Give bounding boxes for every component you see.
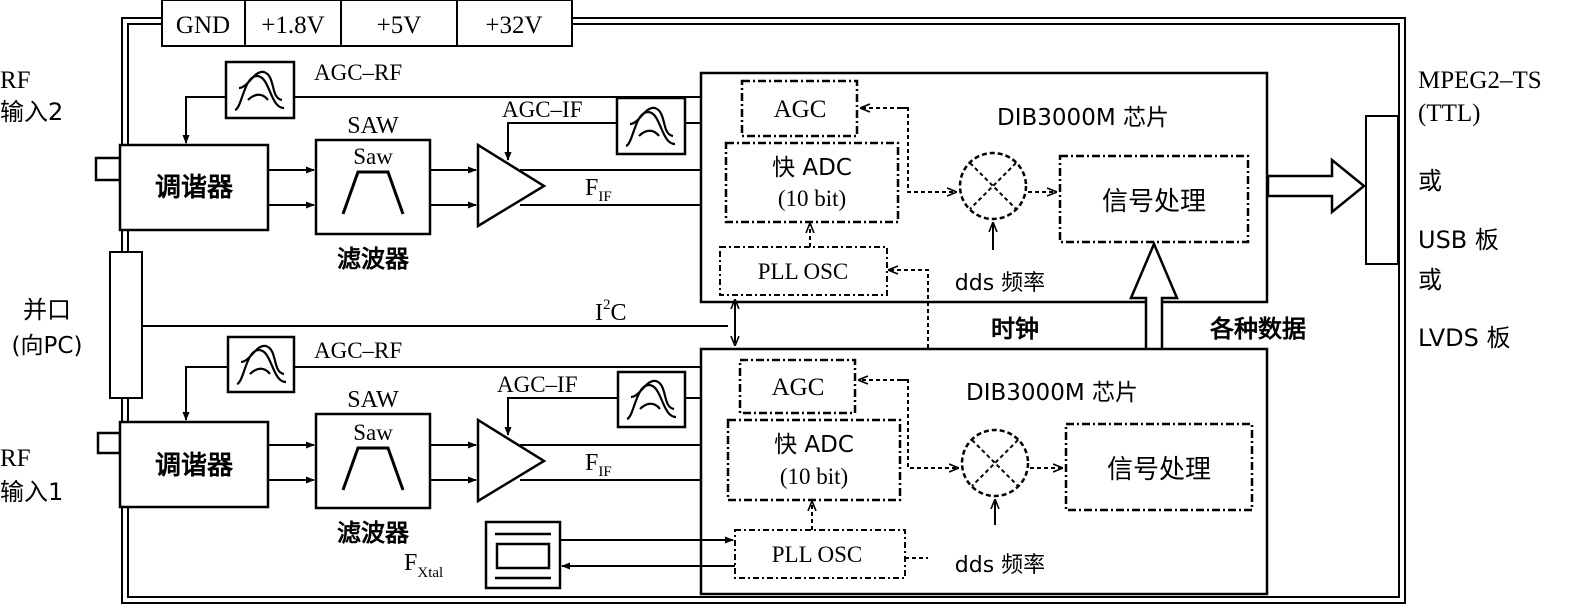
rf2-sublabel: 输入2	[0, 98, 63, 126]
fif-label-1: FIF	[585, 450, 612, 480]
tuner-label-2: 调谐器	[155, 173, 234, 203]
tuner-label-1: 调谐器	[155, 451, 234, 481]
output-usb: USB 板	[1418, 226, 1499, 254]
pll-block-2	[719, 246, 888, 296]
data-label: 各种数据	[1209, 315, 1306, 343]
dds-label-1: dds 频率	[955, 553, 1045, 578]
adc-label-2: 快 ADC	[772, 155, 852, 181]
tuner-box-1	[118, 420, 270, 509]
adc-bits-2: (10 bit)	[778, 186, 846, 211]
agc-rf-label-1: AGC–RF	[314, 338, 402, 363]
adc-block-1	[726, 418, 902, 502]
saw-filter-2	[314, 138, 432, 236]
output-arrow	[1266, 157, 1366, 215]
saw-caption-1: 滤波器	[337, 519, 410, 547]
xtal-label: FXtal	[404, 550, 443, 581]
lowpass-icon	[626, 379, 677, 421]
chip-name-1: DIB3000M 芯片	[966, 380, 1138, 406]
output-or-1: 或	[1418, 167, 1442, 195]
adc-block-2	[724, 141, 900, 224]
lowpass-icon	[236, 344, 287, 386]
pll-block-1	[734, 529, 906, 579]
pin-gnd: GND	[176, 12, 230, 39]
saw-passband-2	[341, 170, 405, 215]
channel-2: 调谐器 SAW Saw 滤波器 FIF AGC–RF AGC–IF	[94, 60, 1366, 304]
saw-filter-1	[314, 412, 432, 510]
dsp-block-2	[1058, 154, 1250, 244]
output-ttl: (TTL)	[1418, 100, 1480, 127]
adc-label-1: 快 ADC	[774, 432, 854, 458]
rf2-label: RF	[0, 67, 31, 94]
agc-block-1	[738, 358, 857, 415]
amplifier-2	[476, 142, 547, 229]
chip-name-2: DIB3000M 芯片	[997, 105, 1169, 131]
pll-label-1: PLL OSC	[772, 542, 863, 567]
agc-block-label-1: AGC	[772, 374, 825, 401]
pin-32v: +32V	[485, 12, 542, 39]
saw-passband-1	[341, 446, 405, 491]
pll-label-2: PLL OSC	[758, 259, 849, 284]
output-or-2: 或	[1418, 266, 1442, 294]
tuner-box-2	[118, 143, 270, 232]
agc-rf-label-2: AGC–RF	[314, 60, 402, 85]
dsp-label-1: 信号处理	[1107, 455, 1211, 485]
output-mpeg: MPEG2–TS	[1418, 67, 1542, 94]
amplifier-1	[476, 417, 547, 504]
agc-block-2	[740, 79, 859, 138]
rf1-sublabel: 输入1	[0, 478, 63, 506]
saw-inner-2: Saw	[353, 144, 393, 169]
dsp-label-2: 信号处理	[1102, 187, 1206, 217]
rf1-label: RF	[0, 445, 31, 472]
dds-label-2: dds 频率	[955, 271, 1045, 296]
lowpass-icon	[625, 106, 676, 148]
saw-caption-2: 滤波器	[337, 245, 410, 273]
parallel-port-label: 并口	[23, 296, 71, 324]
adc-bits-1: (10 bit)	[780, 464, 848, 489]
parallel-port-connector	[109, 251, 143, 399]
agc-if-label-2: AGC–IF	[502, 97, 583, 122]
channel-1: 调谐器 SAW Saw 滤波器 FIF AGC–RF AGC–IF DIB300…	[96, 335, 1269, 596]
mixer-2	[958, 151, 1028, 221]
mixer-1	[960, 428, 1030, 498]
output-lvds: LVDS 板	[1418, 324, 1511, 352]
clock-label: 时钟	[991, 315, 1039, 343]
lowpass-icon	[234, 70, 285, 112]
pin-1v8: +1.8V	[261, 12, 324, 39]
fif-label-2: FIF	[585, 175, 612, 205]
crystal-icon	[495, 542, 551, 570]
output-connector	[1365, 115, 1399, 265]
agc-if-label-1: AGC–IF	[497, 372, 578, 397]
rf1-connector	[96, 431, 122, 455]
agc-block-label-2: AGC	[774, 96, 827, 123]
i2c-label: I2C	[595, 297, 627, 326]
saw-title-2: SAW	[347, 113, 399, 139]
power-connector: GND +1.8V +5V +32V	[161, 0, 573, 47]
pin-5v: +5V	[377, 12, 422, 39]
parallel-port-sublabel: (向PC)	[12, 333, 83, 359]
saw-inner-1: Saw	[353, 420, 393, 445]
saw-title-1: SAW	[347, 387, 399, 413]
dsp-block-1	[1064, 422, 1254, 512]
rf2-connector	[94, 156, 122, 182]
